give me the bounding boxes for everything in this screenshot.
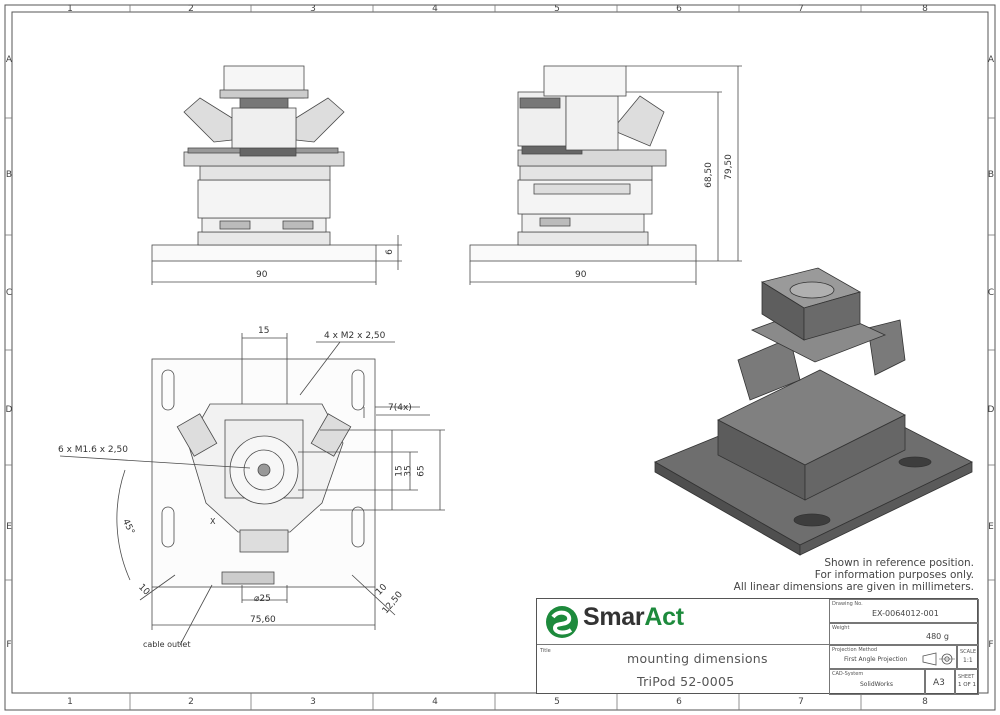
drawing-no-cell: Drawing No. EX-0064012-001 (829, 599, 979, 623)
weight-cell: Weight 480 g (829, 623, 979, 645)
weight-label: Weight (832, 625, 850, 631)
col-label-2-bottom: 2 (188, 697, 194, 707)
col-label-5-bottom: 5 (554, 697, 560, 707)
projection-label: Projection Method (832, 647, 878, 653)
drawing-no-label: Drawing No. (832, 601, 863, 607)
row-label-d: D (5, 405, 13, 415)
front-view (151, 65, 402, 285)
logo-cell: SmarAct (537, 599, 829, 645)
row-label-d-right: D (987, 405, 995, 415)
note-line-1: Shown in reference position. (824, 557, 974, 569)
side-view (469, 65, 742, 285)
dim-front-width: 90 (256, 270, 268, 280)
cable-outlet-label: cable outlet (143, 640, 191, 649)
drawing-no: EX-0064012-001 (872, 609, 939, 618)
scale-label: SCALE (960, 649, 977, 655)
dim-front-base: 6 (384, 249, 395, 255)
col-label-8: 8 (922, 4, 928, 14)
dim-side-width: 90 (575, 270, 587, 280)
col-label-7-bottom: 7 (798, 697, 804, 707)
dim-v35: 35 (403, 465, 414, 477)
format-cell: A3 (925, 669, 955, 695)
scale-value: 1:1 (963, 657, 973, 664)
dim-v65: 65 (416, 465, 427, 477)
title-line-2: TriPod 52-0005 (637, 674, 735, 689)
projection-cell: Projection Method First Angle Projection (829, 645, 957, 669)
col-label-8-bottom: 8 (922, 697, 928, 707)
title-block: SmarAct Title mounting dimensions TriPod… (536, 598, 979, 695)
sheet-value: 1 OF 1 (958, 682, 976, 688)
brand-name: SmarAct (583, 603, 684, 632)
format-value: A3 (933, 678, 945, 688)
dim-holes-m2: 4 x M2 x 2,50 (324, 331, 386, 341)
col-label-4: 4 (432, 4, 438, 14)
cad-label: CAD-System (832, 671, 864, 677)
dim-75-60: 75,60 (250, 615, 276, 625)
row-label-a-right: A (987, 55, 995, 65)
smaract-logo-icon (546, 606, 578, 638)
sheet-cell: SHEET 1 OF 1 (955, 669, 979, 695)
dim-7-4x: 7(4x) (388, 403, 412, 413)
col-label-1-bottom: 1 (67, 697, 73, 707)
dim-holes-m16: 6 x M1.6 x 2,50 (58, 445, 128, 455)
row-label-f: F (6, 640, 12, 650)
dim-side-h2: 79,50 (723, 154, 734, 180)
row-label-b-right: B (987, 170, 995, 180)
row-label-e: E (6, 522, 12, 532)
axis-x-label: X (210, 517, 216, 526)
scale-cell: SCALE 1:1 (957, 645, 979, 669)
col-label-6: 6 (676, 4, 682, 14)
col-label-1: 1 (67, 4, 73, 14)
title-line-1: mounting dimensions (627, 651, 768, 666)
projection-symbol-icon (922, 652, 955, 666)
row-label-c: C (5, 288, 13, 298)
note-line-3: All linear dimensions are given in milli… (733, 581, 974, 593)
cad-value: SolidWorks (860, 681, 893, 688)
col-label-4-bottom: 4 (432, 697, 438, 707)
projection-value: First Angle Projection (844, 656, 908, 663)
row-label-e-right: E (988, 522, 994, 532)
row-label-c-right: C (987, 288, 995, 298)
grid-ticks (5, 5, 995, 710)
row-label-b: B (5, 170, 13, 180)
col-label-2: 2 (188, 4, 194, 14)
col-label-3: 3 (310, 4, 316, 14)
dim-diameter: ⌀25 (254, 594, 271, 604)
isometric-part-view (654, 267, 973, 556)
sheet-label: SHEET (958, 674, 975, 680)
dim-side-h1: 68,50 (703, 162, 714, 188)
col-label-5: 5 (554, 4, 560, 14)
dim-top-15: 15 (258, 326, 270, 336)
row-label-f-right: F (988, 640, 994, 650)
cad-cell: CAD-System SolidWorks (829, 669, 925, 695)
weight-value: 480 g (926, 632, 949, 641)
brand-act: Act (644, 603, 684, 631)
col-label-3-bottom: 3 (310, 697, 316, 707)
reference-note: Shown in reference position. For informa… (734, 557, 974, 593)
row-label-a: A (5, 55, 13, 65)
top-view (59, 333, 445, 646)
brand-smar: Smar (583, 603, 645, 631)
note-line-2: For information purposes only. (814, 569, 974, 581)
col-label-7: 7 (798, 4, 804, 14)
col-label-6-bottom: 6 (676, 697, 682, 707)
title-label: Title (540, 648, 551, 654)
